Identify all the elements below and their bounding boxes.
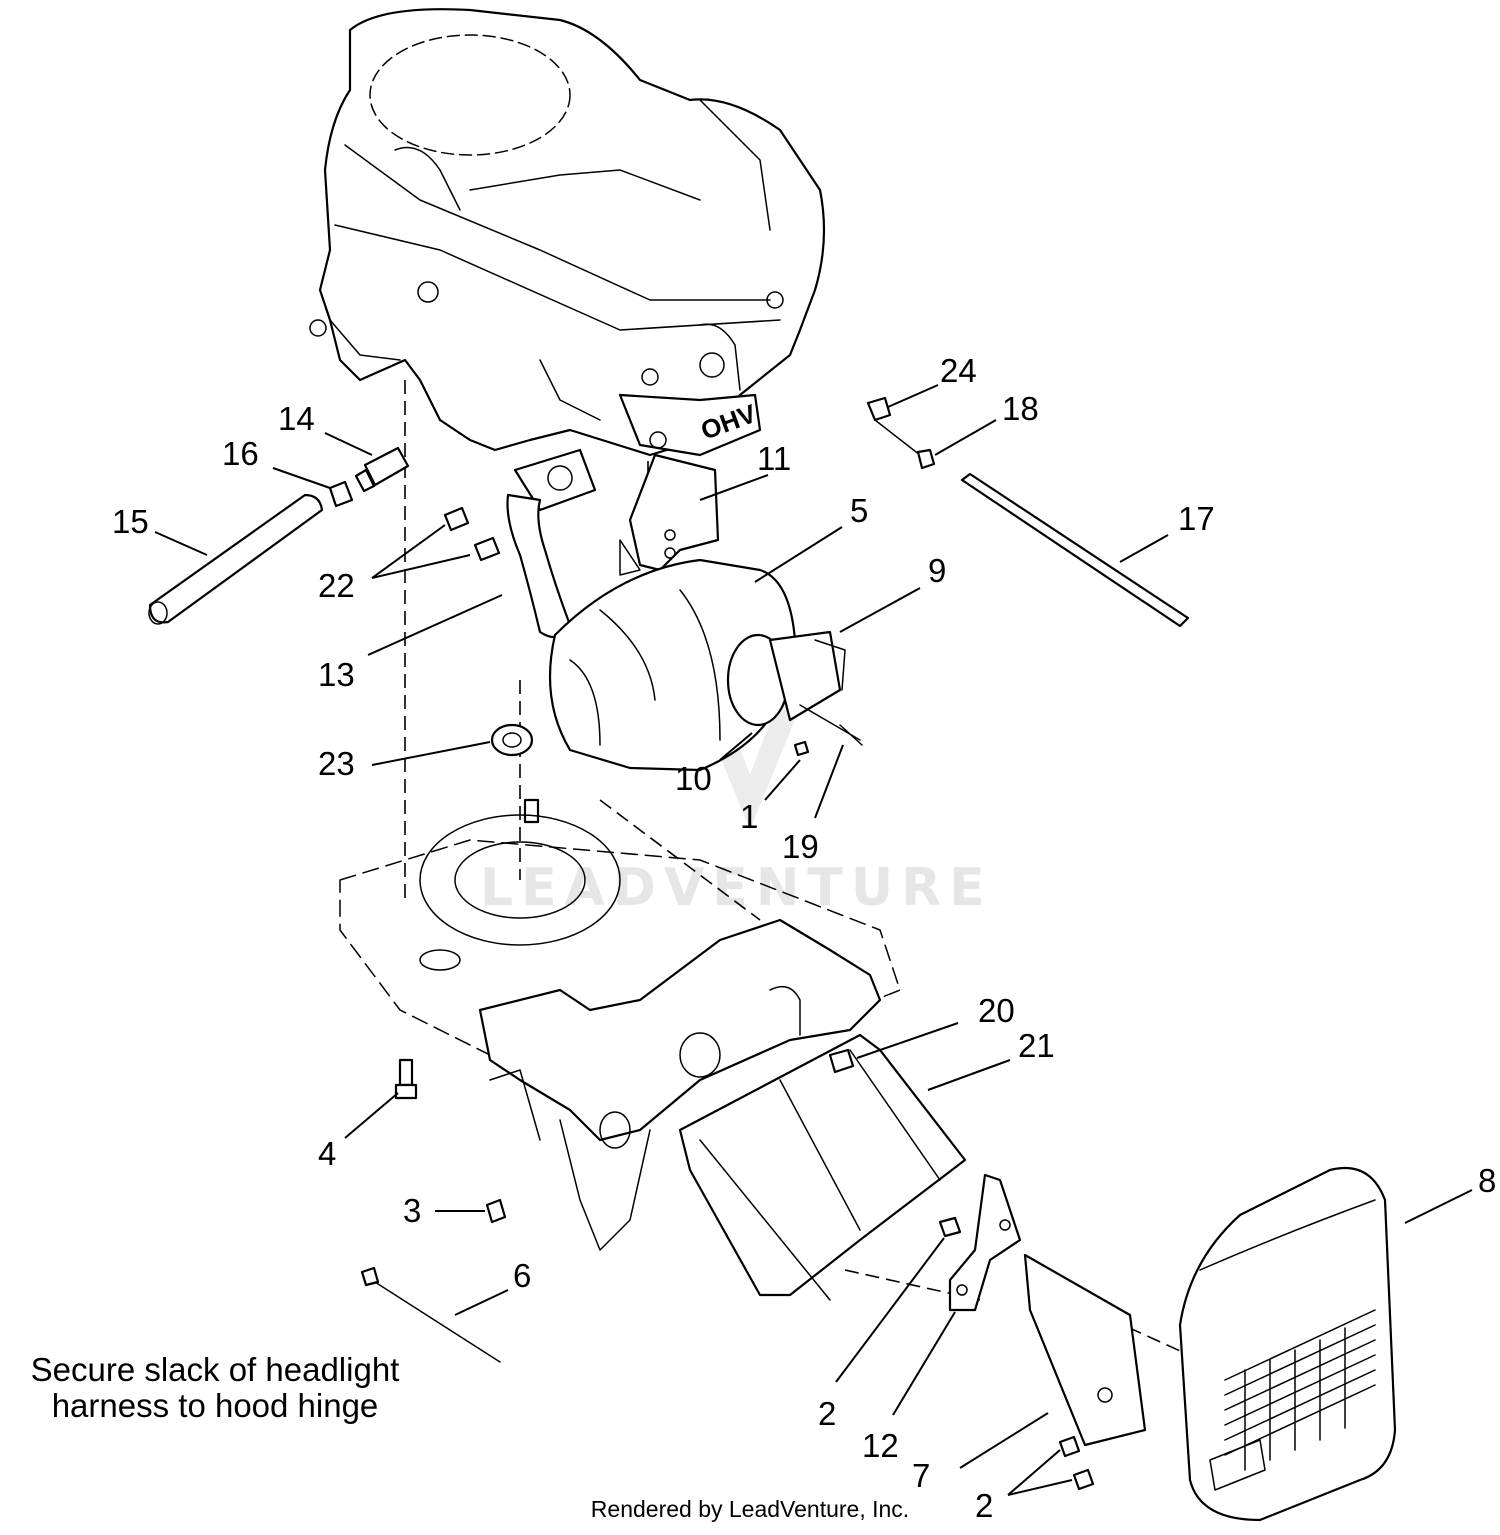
part-6-cable-tie (360, 1266, 501, 1363)
part-16-fitting (328, 480, 354, 508)
part-2-bolts-lower (1058, 1435, 1095, 1491)
callout-20: 20 (978, 992, 1015, 1029)
part-13-exhaust-pipe (506, 448, 597, 639)
callout-7: 7 (912, 1457, 930, 1494)
part-8-grille (1178, 1166, 1397, 1522)
part-3-bolt (485, 1198, 507, 1224)
part-2-bolt (938, 1216, 962, 1238)
leader-lines (154, 384, 1473, 1496)
grille-slots (1224, 1309, 1376, 1471)
part-11-bracket (619, 453, 720, 576)
part-1-screw (793, 740, 810, 757)
callout-1: 1 (740, 798, 758, 835)
harness-note: Secure slack of headlight harness to hoo… (0, 1352, 430, 1424)
callout-10: 10 (675, 760, 712, 797)
callout-21: 21 (1018, 1027, 1055, 1064)
part-17-rod (960, 472, 1190, 628)
part-20-bolt (828, 1048, 855, 1074)
callout-17: 17 (1178, 500, 1215, 537)
callout-24: 24 (940, 352, 977, 389)
callout-2-lower: 2 (975, 1487, 993, 1524)
harness-note-line-2: harness to hood hinge (51, 1387, 379, 1424)
part-4-bolt (394, 1058, 418, 1100)
callout-3: 3 (403, 1192, 421, 1229)
callout-18: 18 (1002, 390, 1039, 427)
callout-6: 6 (513, 1257, 531, 1294)
part-9-spark-arrestor (726, 630, 861, 741)
callout-2-upper: 2 (818, 1395, 836, 1432)
part-19-pin (839, 724, 863, 746)
callout-23: 23 (318, 745, 355, 782)
part-7-plate (1023, 1253, 1147, 1447)
part-12-hinge-bracket (948, 1173, 1022, 1312)
callout-9: 9 (928, 552, 946, 589)
callout-15: 15 (112, 503, 149, 540)
callout-12: 12 (862, 1427, 899, 1464)
callout-19: 19 (782, 828, 819, 865)
callout-13: 13 (318, 656, 355, 693)
part-18-nut (916, 448, 936, 470)
frame (339, 814, 901, 1251)
render-credit: Rendered by LeadVenture, Inc. (590, 1496, 910, 1522)
part-24-clip (866, 396, 921, 456)
part-23-gasket (490, 723, 534, 757)
part-14-fitting (354, 446, 410, 493)
callout-11: 11 (757, 440, 791, 477)
callout-labels: 24 18 14 16 15 11 5 17 9 22 13 23 10 1 1… (112, 352, 1496, 1524)
stud (523, 798, 540, 824)
callout-8: 8 (1478, 1162, 1496, 1199)
part-15-tube (148, 493, 324, 625)
harness-note-line-1: Secure slack of headlight (30, 1351, 400, 1388)
callout-14: 14 (278, 400, 315, 437)
callout-5: 5 (850, 492, 868, 529)
callout-22: 22 (318, 567, 355, 604)
part-21-panel (678, 1033, 967, 1301)
callout-16: 16 (222, 435, 259, 472)
engine: OHV (309, 8, 826, 457)
part-22-bolts (443, 506, 501, 562)
callout-4: 4 (318, 1135, 336, 1172)
